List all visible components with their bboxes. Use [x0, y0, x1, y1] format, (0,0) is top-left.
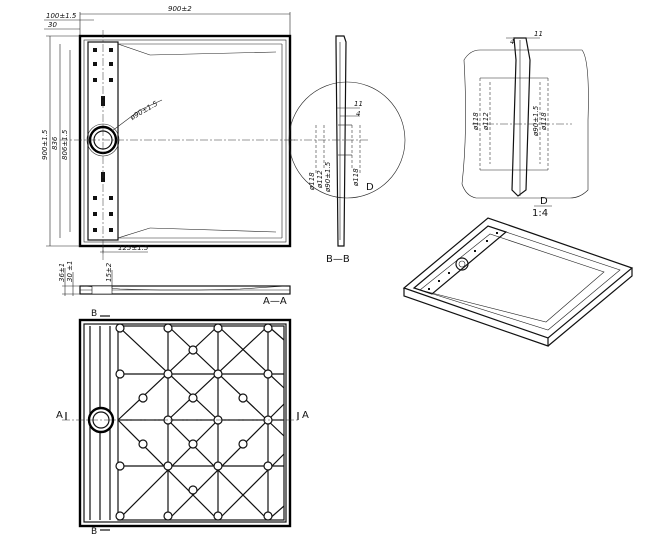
detail-d-scale: 1:4: [532, 208, 548, 219]
top-view: 900±2 100±1.5 30: [41, 5, 295, 260]
width-dim: 900±2: [168, 5, 192, 13]
isometric-view: [402, 217, 634, 347]
d-dim-4: 4: [510, 38, 514, 46]
bb-dia-118b: ø118: [352, 168, 360, 187]
bottom-view: A A B B: [56, 309, 309, 536]
bb-dia-90: ø90±1.5: [324, 161, 332, 193]
d-dia-118a: ø118: [472, 112, 480, 131]
d-dia-118b: ø118: [540, 112, 548, 131]
bb-dia-112: ø112: [316, 170, 324, 189]
detail-d: 4 11 ø118 ø112 ø90±1.5 ø118 D 1:4: [461, 30, 589, 219]
d-dia-90: ø90±1.5: [532, 105, 540, 137]
aa-dim-1: 36±1: [58, 263, 66, 282]
inner-dim-2: 806±1.5: [61, 129, 69, 160]
offset-dim: 100±1.5: [46, 12, 77, 20]
section-aa-label: A—A: [263, 296, 287, 307]
d-dia-112: ø112: [482, 112, 490, 131]
offset-small-dim: 30: [48, 21, 57, 29]
d-dim-11: 11: [534, 30, 543, 38]
bb-dim-11: 11: [354, 100, 363, 108]
aa-dim-2: 30 ±1: [66, 261, 74, 282]
section-bb-label: B—B: [326, 254, 350, 265]
detail-d-marker: D: [366, 182, 374, 193]
marker-a-left: A: [56, 410, 63, 421]
marker-a-right: A: [302, 410, 309, 421]
inner-dim-1: 836: [51, 136, 59, 150]
height-dim: 900±1.5: [41, 129, 49, 160]
drain-offset-dim: 125±1.5: [118, 244, 149, 252]
aa-dim-3: 15±2: [105, 262, 113, 282]
bb-dia-118a: ø118: [308, 172, 316, 191]
detail-d-label: D: [540, 196, 548, 207]
section-bb: 11 4 ø118 ø112 ø90±1.5 ø118 D B—B: [288, 35, 406, 265]
bb-dim-4: 4: [356, 110, 360, 118]
marker-b-bottom: B: [91, 527, 97, 536]
marker-b-top: B: [91, 309, 97, 319]
support-posts: [115, 323, 273, 521]
section-aa: 36±1 30 ±1 15±2 A—A: [58, 261, 291, 307]
drain-dia-dim: ø90±1.5: [128, 99, 159, 122]
